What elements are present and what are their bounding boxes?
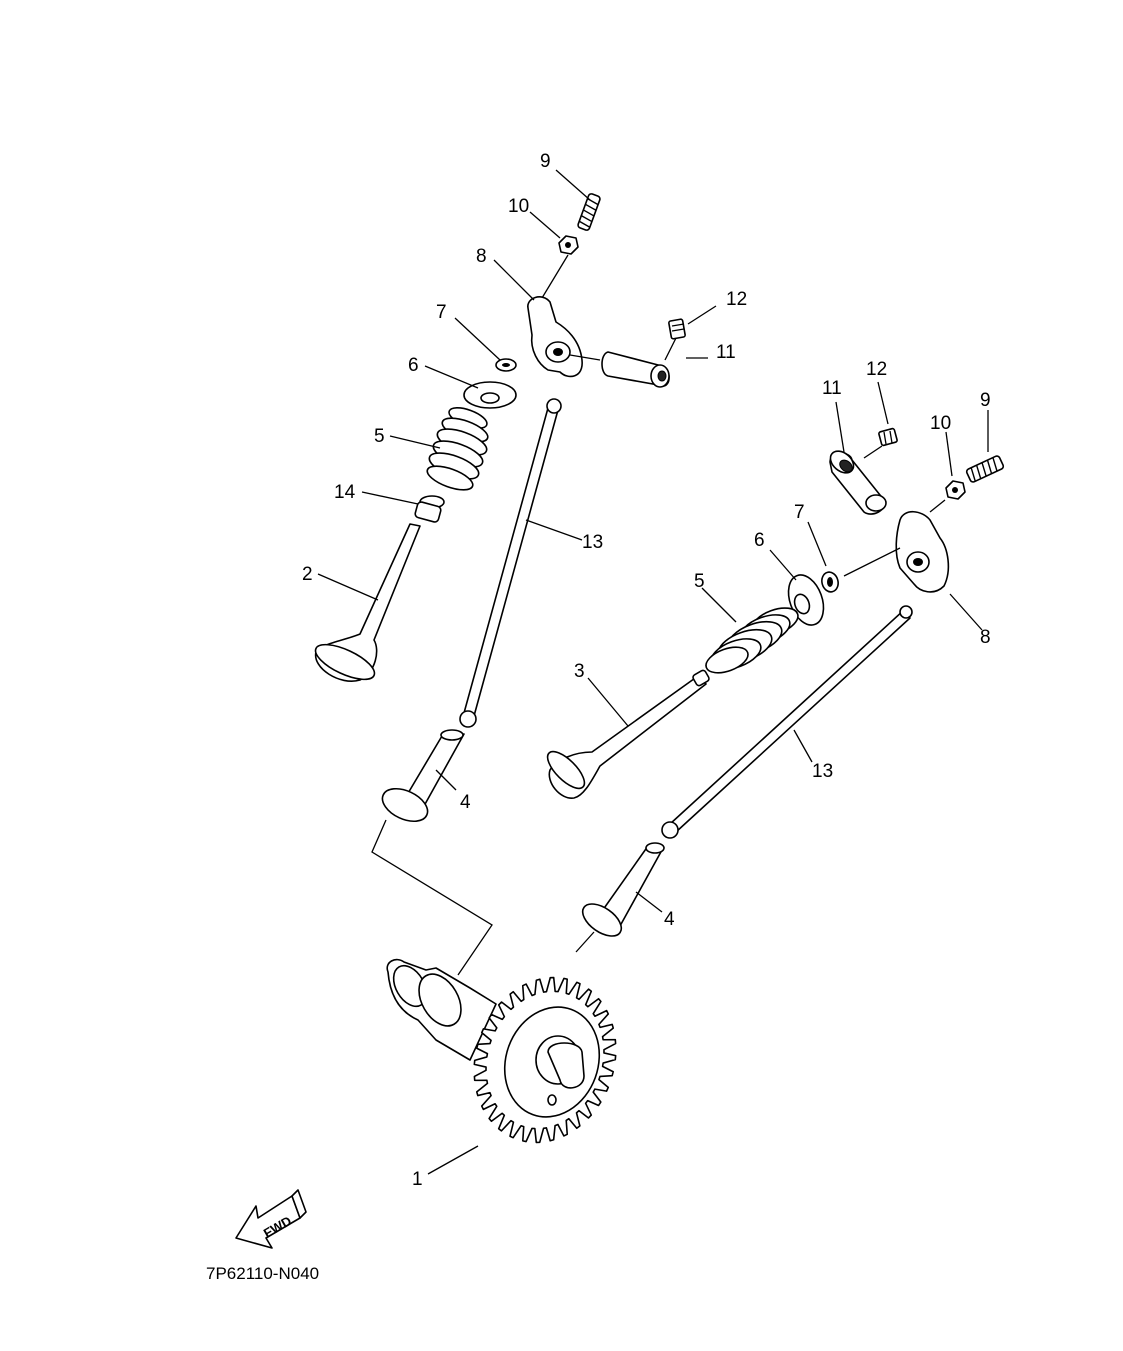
adjusting-screw-right xyxy=(965,455,1005,483)
tappet-right xyxy=(581,842,665,937)
rocker-shaft-right xyxy=(829,450,887,515)
locknut-left xyxy=(558,235,579,255)
valve-spring-left xyxy=(426,407,489,491)
callout-6-left: 6 xyxy=(408,355,419,376)
callout-10-right: 10 xyxy=(930,413,951,434)
valve-spring-right xyxy=(705,607,799,674)
callout-6-right: 6 xyxy=(754,530,765,551)
callout-7-left: 7 xyxy=(436,302,447,323)
valve-stem-seal-left xyxy=(414,495,445,523)
callout-4-right: 4 xyxy=(664,909,675,930)
rocker-shaft-left xyxy=(601,351,670,388)
callout-1: 1 xyxy=(412,1169,423,1190)
callout-labels: 9 10 8 7 6 5 14 2 12 11 13 4 1 12 11 10 … xyxy=(302,151,991,1190)
camshaft-gear xyxy=(386,958,617,1144)
locknut-right xyxy=(945,480,966,500)
push-rod-right xyxy=(661,605,913,839)
callout-2: 2 xyxy=(302,564,313,585)
rocker-arm-left xyxy=(527,296,601,378)
set-screw-right xyxy=(878,427,898,447)
push-rod-left xyxy=(459,398,562,728)
intake-valve xyxy=(546,669,710,799)
rocker-arm-right xyxy=(895,510,950,593)
callout-14: 14 xyxy=(334,482,356,503)
callout-10-left: 10 xyxy=(508,196,529,217)
callout-11-left: 11 xyxy=(716,342,736,363)
callout-7-right: 7 xyxy=(794,502,805,523)
forward-direction-arrow: FWD xyxy=(235,1189,307,1249)
adjusting-screw-left xyxy=(577,193,601,231)
callout-12-right: 12 xyxy=(866,359,887,380)
callout-8-left: 8 xyxy=(476,246,487,267)
callout-9-left: 9 xyxy=(540,151,551,172)
callout-5-right: 5 xyxy=(694,571,705,592)
spring-retainer-left xyxy=(463,381,517,409)
exhaust-valve xyxy=(314,523,421,682)
set-screw-left xyxy=(664,318,686,361)
callout-8-right: 8 xyxy=(980,627,991,648)
diagram-reference-code: 7P62110-N040 xyxy=(206,1264,319,1283)
callout-13-left: 13 xyxy=(582,532,603,553)
callout-5-left: 5 xyxy=(374,426,385,447)
tappet-left xyxy=(381,729,465,823)
leader-lines xyxy=(317,169,989,1175)
callout-4-left: 4 xyxy=(460,792,471,813)
callout-12-left: 12 xyxy=(726,289,747,310)
callout-11-right: 11 xyxy=(822,378,842,399)
valve-cotter-right xyxy=(821,571,839,593)
callout-9-right: 9 xyxy=(980,390,991,411)
callout-3: 3 xyxy=(574,661,585,682)
callout-13-right: 13 xyxy=(812,761,833,782)
valve-cotter-left xyxy=(495,358,517,372)
